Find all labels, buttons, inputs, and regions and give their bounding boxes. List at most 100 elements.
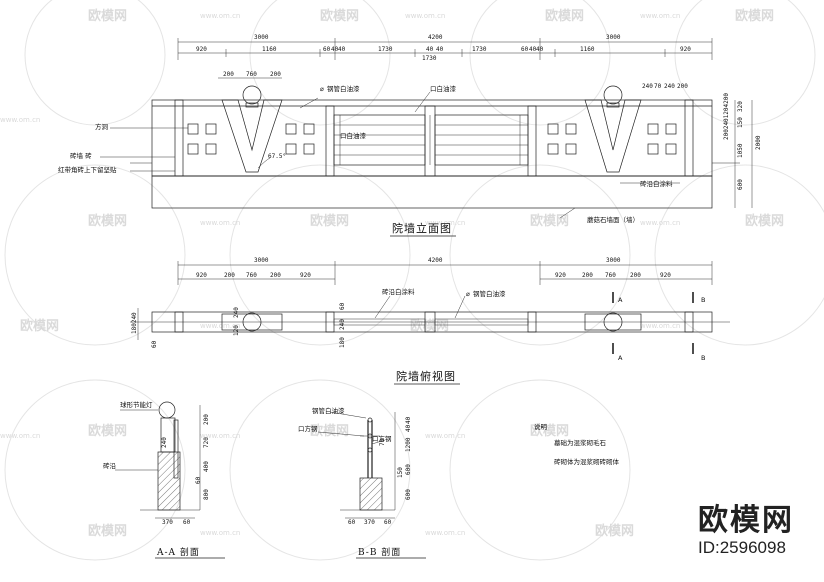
dim-label: 760 xyxy=(246,71,257,78)
label-red-tile: 红带角砖上下留坚贴 xyxy=(58,165,117,174)
label-ball-lamp: 球形节能灯 xyxy=(120,400,153,409)
dim-label: 920 xyxy=(680,46,691,53)
dim-label: 200 xyxy=(630,272,641,279)
dim-label: 70 xyxy=(654,83,662,90)
dim-label: 720 xyxy=(203,437,210,448)
watermark-url: www.om.cn xyxy=(425,432,465,440)
dim-label: 60 xyxy=(521,46,529,53)
watermark-text: 欧模网 xyxy=(530,213,569,229)
dim-label: 1730 xyxy=(472,46,487,53)
dim-label: 3000 xyxy=(254,257,269,264)
dim-label: 40 xyxy=(331,46,339,53)
label-steel-tube: 钢管白油漆 xyxy=(327,84,360,93)
dim-label: 40 xyxy=(426,46,434,53)
dim-label: 920 xyxy=(196,46,207,53)
watermark-text: 欧模网 xyxy=(20,318,59,334)
section-mark-b: B xyxy=(701,354,705,362)
notes-line: 墓础为混浆砌毛石 xyxy=(554,438,607,447)
watermark-text: 欧模网 xyxy=(310,423,349,439)
dim-label: 1730 xyxy=(378,46,393,53)
dim-label: 1160 xyxy=(580,46,595,53)
label-steel-tube: ⌀ xyxy=(320,85,324,93)
logo-id-text: ID:2596098 xyxy=(698,538,786,557)
elevation-title: 院墙立面图 xyxy=(392,221,452,235)
watermark-text: 欧模网 xyxy=(310,213,349,229)
dim-label: 3000 xyxy=(606,257,621,264)
label-brick-paint: 砖沿白涂料 xyxy=(640,179,673,188)
watermark-text: 欧模网 xyxy=(530,423,569,439)
dim-label: 1160 xyxy=(262,46,277,53)
notes-heading: 说明 xyxy=(534,422,548,431)
watermark-text: 欧模网 xyxy=(320,8,359,24)
dim-label: 800 xyxy=(203,489,210,500)
label-brick-wall: 砖墙 砖 xyxy=(70,151,92,160)
dim-label: 920 xyxy=(555,272,566,279)
dim-label: 60 xyxy=(384,519,392,526)
dim-label: 760 xyxy=(246,272,257,279)
dim-label: 40 xyxy=(405,416,412,424)
label-square-tube-inner: 口白油漆 xyxy=(340,131,367,140)
section-mark-a: A xyxy=(618,296,623,304)
dim-label: 120 xyxy=(233,325,240,336)
label-marble: 蘑菇石墙面（墙） xyxy=(587,215,639,224)
watermark-text: 欧模网 xyxy=(88,523,127,539)
label-square-hole: 方洞 xyxy=(95,122,109,131)
watermark-text: 欧模网 xyxy=(595,523,634,539)
section-a-title: A-A 剖面 xyxy=(156,546,200,558)
watermark-text: 欧模网 xyxy=(88,213,127,229)
dim-label: 3000 xyxy=(254,34,269,41)
watermark-text: 欧模网 xyxy=(735,8,774,24)
dim-label: 40 xyxy=(436,46,444,53)
dim-label: 3000 xyxy=(606,34,621,41)
label-square-tube-small: 口方钢 xyxy=(372,434,392,443)
watermark-url: www.om.cn xyxy=(0,432,40,440)
dim-label: 2000 xyxy=(755,135,762,150)
dim-label: 70 xyxy=(379,438,386,446)
dim-label: 2002401204200 xyxy=(723,93,730,140)
dim-label: 200 xyxy=(224,272,235,279)
dim-label: 60 xyxy=(183,519,191,526)
dim-label: 1730 xyxy=(422,55,437,62)
dim-label: 200 xyxy=(270,71,281,78)
watermark-url: www.om.cn xyxy=(640,12,680,20)
dim-label: 200 xyxy=(582,272,593,279)
section-a-view: 200 720 400 60 800 240 370 60 球形节能灯 砖沿 A… xyxy=(103,400,225,559)
watermark-url: www.om.cn xyxy=(200,529,240,537)
label-steel-tube: ⌀ xyxy=(466,290,470,298)
watermark-text: 欧模网 xyxy=(410,318,449,334)
watermark-url: www.om.cn xyxy=(200,432,240,440)
watermark-text: 欧模网 xyxy=(545,8,584,24)
dim-label: 200 xyxy=(677,83,688,90)
section-mark-b: B xyxy=(701,296,705,304)
dim-label: 60 xyxy=(348,519,356,526)
dim-label: 320 xyxy=(737,101,744,112)
dim-label: 240 xyxy=(664,83,675,90)
notes-line: 砖砌体为混浆砌砖砌体 xyxy=(554,457,620,466)
dim-label: 240 xyxy=(233,307,240,318)
elevation-view: 3000 4200 3000 920 1160 60 40 40 1730 40… xyxy=(58,34,762,237)
dim-label: 40 xyxy=(536,46,544,53)
dim-label: 1200 xyxy=(405,437,412,452)
logo-brand-text: 欧模网 xyxy=(698,503,794,538)
label-steel-tube: 钢管白油漆 xyxy=(473,289,506,298)
label-steel-tube: 钢管白油漆 xyxy=(312,406,345,415)
dim-label: 60 xyxy=(323,46,331,53)
dim-label: 40 xyxy=(338,46,346,53)
dim-label: 150 xyxy=(737,117,744,128)
watermark-url: www.om.cn xyxy=(425,529,465,537)
dim-label: 240 xyxy=(161,437,168,448)
watermark-url: www.om.cn xyxy=(405,12,445,20)
watermark-text: 欧模网 xyxy=(88,423,127,439)
dim-label: 200 xyxy=(203,414,210,425)
watermark-text: 欧模网 xyxy=(745,213,784,229)
dim-label: 4200 xyxy=(428,34,443,41)
angle-label: 67.5° xyxy=(268,153,286,160)
dim-label: 1050 xyxy=(737,143,744,158)
label-brick: 砖沿 xyxy=(103,461,117,470)
watermark-url: www.om.cn xyxy=(640,219,680,227)
dim-label: 200 xyxy=(223,71,234,78)
dim-label: 760 xyxy=(605,272,616,279)
plan-view: 3000 4200 3000 920 200 760 200 920 920 2… xyxy=(130,257,730,385)
plan-title: 院墙俯视图 xyxy=(396,369,456,383)
